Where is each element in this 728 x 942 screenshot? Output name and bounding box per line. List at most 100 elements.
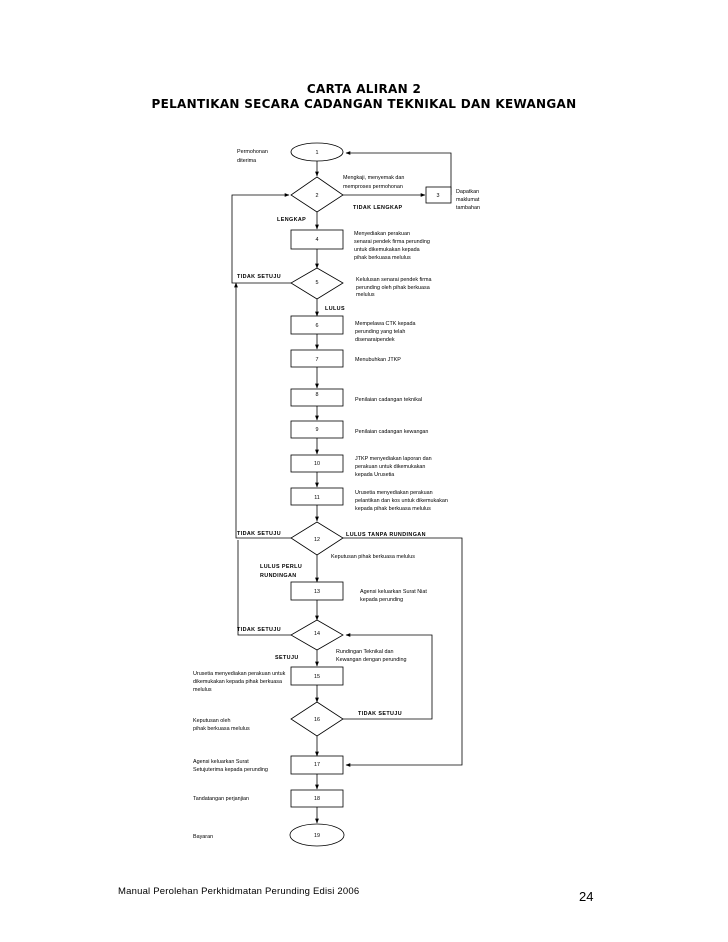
note-penilaian-teknikal: Penilaian cadangan teknikal	[355, 397, 422, 403]
step-2-decision	[290, 176, 344, 213]
note-urusetia-15: melulus	[193, 687, 212, 693]
branch-tidak-setuju-14: TIDAK SETUJU	[237, 627, 281, 633]
branch-lulus-perlu: LULUS PERLU	[260, 564, 302, 570]
note-urusetia: kepada pihak berkuasa melulus	[355, 506, 431, 512]
step-number: 18	[314, 796, 320, 802]
note-agensi-niat: kepada perunding	[360, 597, 403, 603]
note-menubuhkan: Menubuhkan JTKP	[355, 357, 401, 363]
step-number: 15	[314, 674, 320, 680]
note-penilaian-kewangan: Penilaian cadangan kewangan	[355, 429, 428, 435]
note-mempelawa: perunding yang telah	[355, 329, 405, 335]
connector-12-5	[234, 282, 291, 539]
note-urusetia: pelantikan dan kos untuk dikemukakan	[355, 498, 448, 504]
connector-12-17	[343, 537, 463, 767]
step-17-process	[290, 755, 344, 775]
step-number: 12	[314, 537, 320, 543]
note-urusetia-15: Urusetia menyediakan perakuan untuk	[193, 671, 286, 677]
branch-tidak-setuju-12: TIDAK SETUJU	[237, 531, 281, 537]
step-18-process	[290, 789, 344, 808]
note-mempelawa: disenaraipendek	[355, 337, 395, 343]
note-rundingan: Rundingan Teknikal dan	[336, 649, 393, 655]
branch-tidak-setuju-16: TIDAK SETUJU	[358, 711, 402, 717]
step-number: 19	[314, 833, 320, 839]
step-number: 5	[316, 280, 319, 286]
step-10-process	[290, 454, 344, 473]
step-number: 8	[316, 392, 319, 398]
note-dapatkan: Dapatkan	[456, 189, 479, 195]
step-7-process	[290, 349, 344, 368]
page-number: 24	[579, 889, 594, 904]
step-8-process	[290, 388, 344, 407]
note-permohonan: Permohonan	[237, 149, 268, 155]
note-agensi-niat: Agensi keluarkan Surat Niat	[360, 589, 427, 595]
step-number: 16	[314, 717, 320, 723]
step-19-terminal	[289, 823, 345, 847]
branch-lengkap: LENGKAP	[277, 217, 306, 223]
step-16-decision	[290, 701, 344, 737]
step-number: 4	[316, 237, 319, 243]
note-bayaran: Bayaran	[193, 834, 213, 840]
note-dapatkan: maklumat	[456, 197, 480, 203]
chart-subtitle: PELANTIKAN SECARA CADANGAN TEKNIKAL DAN …	[151, 97, 577, 111]
note-menyediakan: senarai pendek firma perunding	[354, 239, 430, 245]
note-urusetia-15: dikemukakan kepada pihak berkuasa	[193, 679, 282, 685]
note-kelulusan: Kelulusan senarai pendek firma	[356, 277, 432, 283]
branch-lulus: LULUS	[325, 306, 345, 312]
chart-title: CARTA ALIRAN 2	[306, 82, 422, 96]
note-menyediakan: Menyediakan perakuan	[354, 231, 410, 237]
connector-14-12	[237, 540, 291, 636]
step-number: 17	[314, 762, 320, 768]
connector-3-1	[345, 151, 452, 195]
step-number: 11	[314, 495, 320, 501]
step-1-terminal	[290, 142, 344, 162]
step-6-process	[290, 315, 344, 335]
note-jtkp: kepada Urusetia	[355, 472, 394, 478]
branch-tidak-lengkap: TIDAK LENGKAP	[353, 205, 403, 211]
note-dapatkan: tambahan	[456, 205, 480, 211]
step-number: 3	[437, 193, 440, 199]
step-14-decision	[290, 619, 344, 651]
note-mengkaji: Mengkaji, menyemak dan	[343, 175, 404, 181]
step-5-decision	[290, 267, 344, 300]
step-4-process	[290, 229, 344, 250]
note-permohonan: diterima	[237, 158, 256, 164]
note-keputusan-16: pihak berkuasa melulus	[193, 726, 250, 732]
note-rundingan: Kewangan dengan perunding	[336, 657, 406, 663]
step-number: 6	[316, 323, 319, 329]
note-mempelawa: Mempelawa CTK kepada	[355, 321, 416, 327]
step-9-process	[290, 420, 344, 439]
note-kelulusan: melulus	[356, 292, 375, 298]
step-number: 1	[316, 150, 319, 156]
branch-setuju: SETUJU	[275, 655, 299, 661]
note-jtkp: JTKP menyediakan laporan dan	[355, 456, 432, 462]
note-mengkaji: memproses permohonan	[343, 184, 403, 190]
branch-lulus-perlu: RUNDINGAN	[260, 573, 297, 579]
step-number: 2	[316, 193, 319, 199]
branch-lulus-tanpa: LULUS TANPA RUNDINGAN	[346, 532, 426, 538]
step-number: 14	[314, 631, 320, 637]
step-number: 9	[316, 427, 319, 433]
note-menyediakan: pihak berkuasa melulus	[354, 255, 411, 261]
note-agensi-setuju: Setujuterima kepada perunding	[193, 767, 268, 773]
step-number: 7	[316, 357, 319, 363]
note-urusetia: Urusetia menyediakan perakuan	[355, 490, 433, 496]
note-menyediakan: untuk dikemukakan kepada	[354, 247, 420, 253]
footer-text: Manual Perolehan Perkhidmatan Perunding …	[118, 886, 360, 897]
note-agensi-setuju: Agensi keluarkan Surat	[193, 759, 249, 765]
note-keputusan: Keputusan pihak berkuasa melulus	[331, 554, 415, 560]
connector-5-2	[231, 193, 291, 284]
note-kelulusan: perunding oleh pihak berkuasa	[356, 285, 430, 291]
step-number: 13	[314, 589, 320, 595]
step-3-process	[425, 186, 452, 204]
step-15-process	[290, 666, 344, 686]
note-jtkp: perakuan untuk dikemukakan	[355, 464, 425, 470]
branch-tidak-setuju-5: TIDAK SETUJU	[237, 274, 281, 280]
note-keputusan-16: Keputusan oleh	[193, 718, 230, 724]
note-tandatangan: Tandatangan perjanjian	[193, 796, 249, 802]
connector-16-14	[343, 633, 433, 720]
step-13-process	[290, 581, 344, 601]
step-number: 10	[314, 461, 320, 467]
step-12-decision	[290, 521, 344, 556]
step-11-process	[290, 487, 344, 506]
